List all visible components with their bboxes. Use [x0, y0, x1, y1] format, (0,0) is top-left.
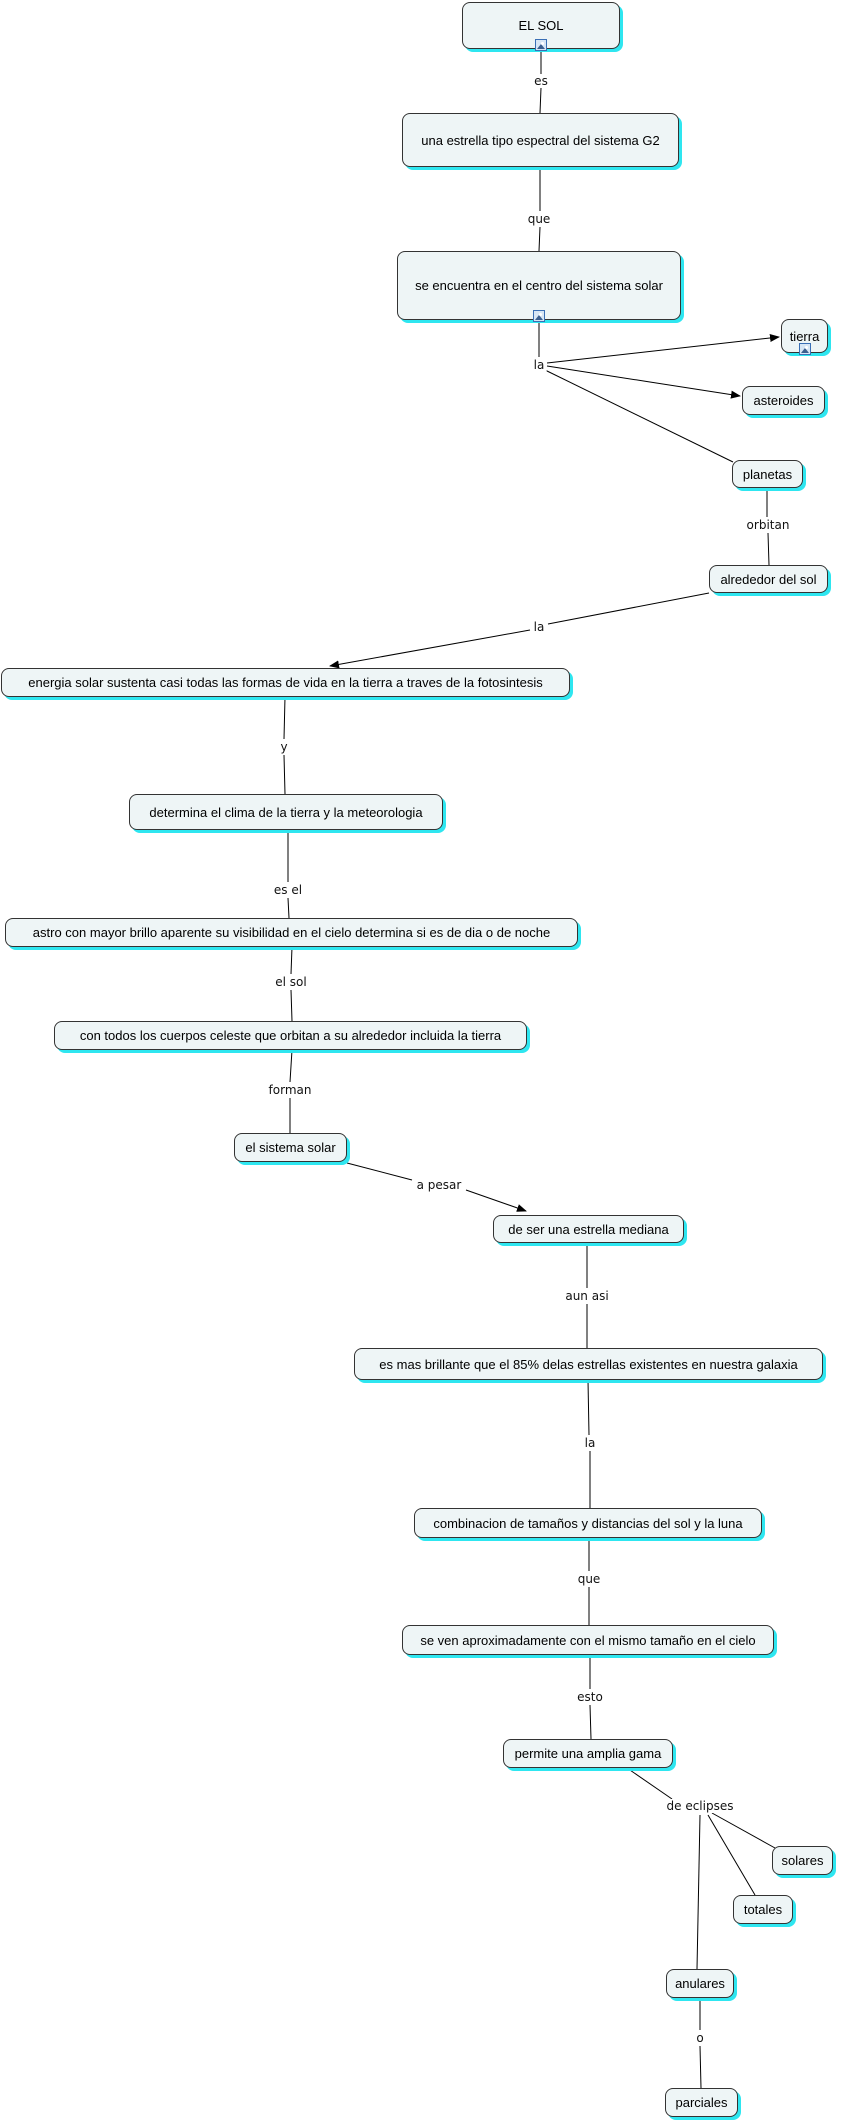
concept-label: es mas brillante que el 85% delas estrel…	[379, 1356, 798, 1372]
concept-label: parciales	[675, 2095, 728, 2110]
connector-line	[538, 226, 541, 252]
connector-line	[290, 946, 293, 975]
connector-line	[346, 1162, 413, 1181]
linking-phrase-aun-asi[interactable]: aun asi	[563, 1289, 611, 1303]
connector-line	[626, 1767, 673, 1800]
linking-phrase-la[interactable]: la	[531, 620, 547, 634]
concept-label: una estrella tipo espectral del sistema …	[421, 132, 660, 148]
concept-label: de ser una estrella mediana	[508, 1221, 669, 1237]
linking-phrase-la[interactable]: la	[582, 1436, 598, 1450]
linking-phrase-y[interactable]: y	[278, 740, 290, 754]
concept-label: determina el clima de la tierra y la met…	[149, 804, 423, 820]
concept-label: el sistema solar	[245, 1140, 336, 1155]
concept-mediana[interactable]: de ser una estrella mediana	[493, 1215, 684, 1243]
concept-label: astro con mayor brillo aparente su visib…	[32, 925, 551, 940]
concept-label: totales	[743, 1902, 783, 1917]
linking-phrase-forman[interactable]: forman	[266, 1083, 314, 1097]
concept-label: solares	[781, 1853, 824, 1868]
concept-energia[interactable]: energia solar sustenta casi todas las fo…	[1, 668, 570, 697]
concept-alrededor[interactable]: alrededor del sol	[709, 565, 828, 593]
concept-tierra[interactable]: tierra	[781, 319, 828, 355]
concept-gama[interactable]: permite una amplia gama	[503, 1739, 673, 1768]
concept-label: asteroides	[753, 393, 814, 408]
linking-phrase-esto[interactable]: esto	[575, 1690, 605, 1704]
connector-line	[699, 2045, 702, 2089]
connector-line	[289, 1049, 293, 1083]
concept-label: alrededor del sol	[720, 571, 817, 587]
connector-line	[287, 897, 290, 919]
concept-label: tierra	[789, 328, 820, 344]
connector-line	[587, 1379, 590, 1436]
image-icon[interactable]	[798, 343, 811, 355]
linking-phrase-a-pesar[interactable]: a pesar	[414, 1178, 464, 1192]
linking-phrase-que[interactable]: que	[525, 212, 553, 226]
concept-label: planetas	[742, 466, 793, 482]
connector-line	[290, 989, 293, 1022]
concept-solares[interactable]: solares	[772, 1846, 833, 1875]
connector-arrow	[329, 629, 531, 669]
concept-label: combinacion de tamaños y distancias del …	[433, 1515, 743, 1531]
linking-phrase-es-el[interactable]: es el	[271, 883, 305, 897]
concept-label: permite una amplia gama	[514, 1746, 662, 1761]
concept-label: anulares	[675, 1976, 725, 1991]
concept-estrella[interactable]: una estrella tipo espectral del sistema …	[402, 113, 679, 167]
concept-totales[interactable]: totales	[733, 1895, 793, 1924]
connector-arrow	[546, 365, 741, 399]
linking-phrase-de-eclipses[interactable]: de eclipses	[664, 1799, 736, 1813]
concept-label: se encuentra en el centro del sistema so…	[415, 278, 663, 293]
concept-astro[interactable]: astro con mayor brillo aparente su visib…	[5, 918, 578, 947]
concept-combinacion[interactable]: combinacion de tamaños y distancias del …	[414, 1508, 762, 1538]
connector-line	[696, 1814, 701, 1970]
concept-sistema-solar[interactable]: el sistema solar	[234, 1133, 347, 1162]
concept-el-sol[interactable]: EL SOL	[462, 2, 620, 51]
concept-label: se ven aproximadamente con el mismo tama…	[420, 1632, 756, 1648]
connector-line	[711, 1812, 776, 1849]
concept-label: EL SOL	[518, 18, 564, 33]
concept-ven[interactable]: se ven aproximadamente con el mismo tama…	[402, 1625, 774, 1655]
connector-line	[283, 754, 286, 795]
concept-label: con todos los cuerpos celeste que orbita…	[79, 1028, 502, 1043]
concept-brillante[interactable]: es mas brillante que el 85% delas estrel…	[354, 1348, 823, 1380]
image-icon[interactable]	[533, 310, 545, 322]
connector-arrow	[465, 1189, 527, 1212]
concept-parciales[interactable]: parciales	[665, 2088, 738, 2117]
linking-phrase-es[interactable]: es	[532, 74, 550, 88]
connector-line	[767, 532, 770, 566]
connector-line	[283, 696, 286, 740]
linking-phrase-el-sol[interactable]: el sol	[273, 975, 309, 989]
connector-line	[544, 369, 734, 463]
linking-phrase-o[interactable]: o	[694, 2031, 706, 2045]
concept-clima[interactable]: determina el clima de la tierra y la met…	[129, 794, 443, 830]
linking-phrase-orbitan[interactable]: orbitan	[744, 518, 792, 532]
connector-arrow	[546, 334, 780, 364]
concept-anulares[interactable]: anulares	[666, 1969, 734, 1998]
connector-line	[547, 592, 710, 625]
concept-cuerpos[interactable]: con todos los cuerpos celeste que orbita…	[54, 1021, 527, 1050]
connector-line	[707, 1814, 756, 1896]
concept-label: energia solar sustenta casi todas las fo…	[28, 675, 543, 690]
concept-centro[interactable]: se encuentra en el centro del sistema so…	[397, 251, 681, 322]
linking-phrase-que[interactable]: que	[575, 1572, 603, 1586]
image-icon[interactable]	[535, 39, 547, 51]
concept-asteroides[interactable]: asteroides	[742, 386, 825, 415]
linking-phrase-la[interactable]: la	[531, 358, 547, 372]
connector-line	[589, 1704, 592, 1740]
concept-planetas[interactable]: planetas	[732, 460, 803, 488]
connector-line	[539, 87, 542, 114]
